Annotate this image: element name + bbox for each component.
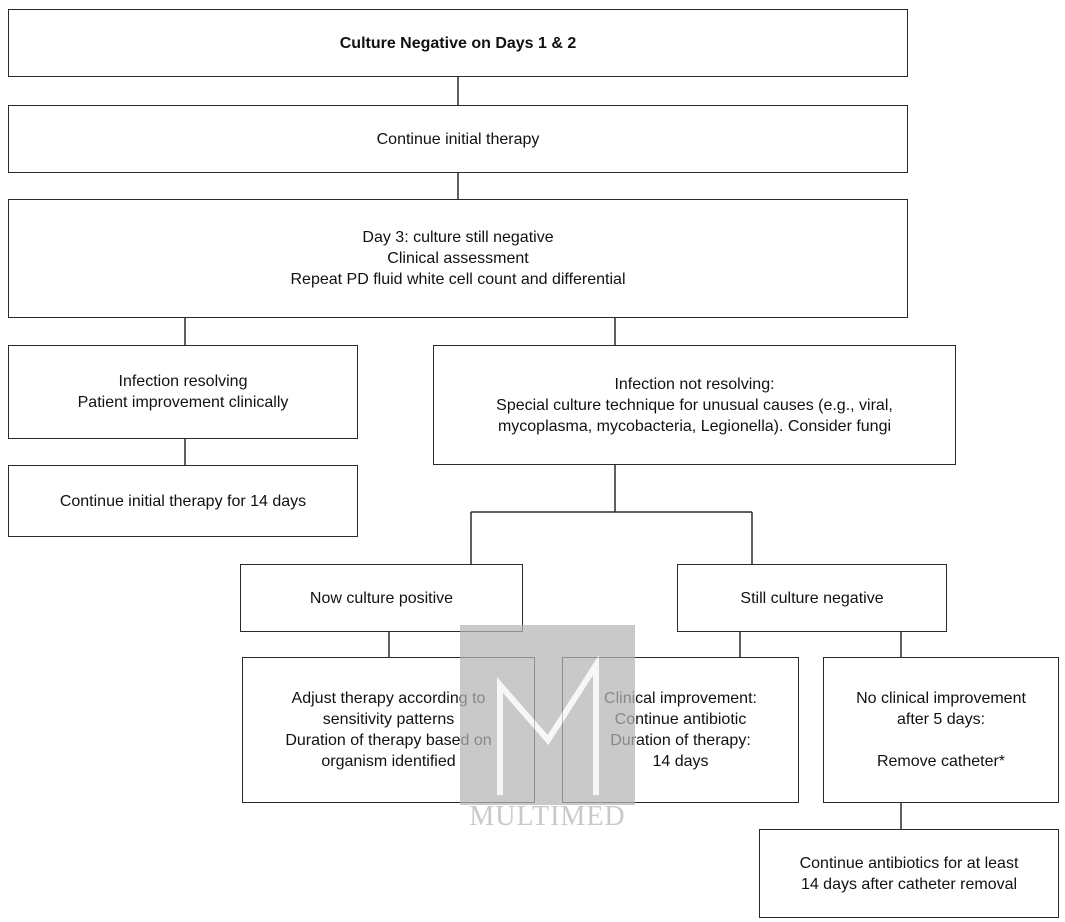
box-line: Special culture technique for unusual ca… [496,396,893,414]
box-line: Duration of therapy based on [285,732,492,749]
continue-therapy-14-days-box: Continue initial therapy for 14 days [8,465,358,537]
box-line: Remove catheter* [876,753,1006,770]
box-line: No clinical improvement [856,690,1026,707]
box-line: Continue antibiotics for at least [799,854,1019,872]
box-line: Continue initial therapy for 14 days [59,492,307,510]
box-line: Clinical assessment [387,250,529,267]
day3-assessment-box: Day 3: culture still negative Clinical a… [8,199,908,318]
box-line: sensitivity patterns [322,711,455,728]
infection-resolving-box: Infection resolving Patient improvement … [8,345,358,439]
continue-initial-therapy-box: Continue initial therapy [8,105,908,173]
box-line: organism identified [321,753,456,770]
box-line: Repeat PD fluid white cell count and dif… [290,271,626,288]
box-line: Still culture negative [740,589,884,607]
box-line: Now culture positive [309,589,454,607]
box-line: Duration of therapy: [610,732,751,749]
box-line: Patient improvement clinically [77,394,289,411]
box-line: Culture Negative on Days 1 & 2 [339,34,577,52]
box-line [856,730,1026,751]
clinical-improvement-box: Clinical improvement: Continue antibioti… [562,657,799,803]
box-line: 14 days after catheter removal [800,875,1018,893]
now-culture-positive-box: Now culture positive [240,564,523,632]
watermark-backdrop [460,625,635,805]
continue-antibiotics-box: Continue antibiotics for at least 14 day… [759,829,1059,918]
box-line: 14 days [652,753,709,770]
no-clinical-improvement-box: No clinical improvement after 5 days: Re… [823,657,1059,803]
still-culture-negative-box: Still culture negative [677,564,947,632]
box-line: mycoplasma, mycobacteria, Legionella). C… [497,417,892,435]
watermark-text: MULTIMED [469,801,626,832]
culture-negative-days-1-2-box: Culture Negative on Days 1 & 2 [8,9,908,77]
box-line: Continue antibiotic [614,711,747,728]
box-line: Infection not resolving: [614,375,775,393]
box-line: Day 3: culture still negative [362,229,554,246]
watermark-m-mark [497,654,599,795]
multimed-watermark: MULTIMED [460,625,635,840]
box-line: Clinical improvement: [604,690,757,707]
box-line: after 5 days: [896,711,986,728]
box-line: Infection resolving [118,373,248,390]
box-line: Continue initial therapy [376,130,540,148]
infection-not-resolving-box: Infection not resolving: Special culture… [433,345,956,465]
box-line: Adjust therapy according to [291,690,486,707]
